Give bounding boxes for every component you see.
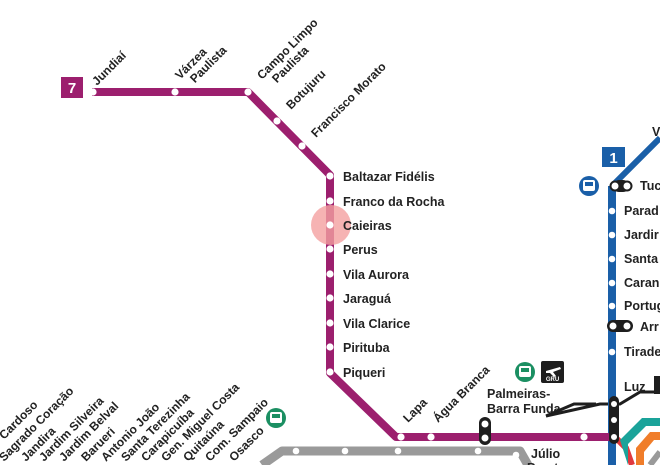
- station-label: Lapa: [400, 395, 430, 425]
- station-label: Água Branca: [430, 362, 493, 425]
- station-dot: [608, 207, 616, 215]
- line-1-badge: [602, 147, 625, 167]
- station-label: Vila Clarice: [343, 317, 410, 331]
- station-dot: [292, 447, 300, 455]
- line-gray-right: [647, 450, 660, 465]
- station-label: V: [652, 125, 660, 139]
- transfer-station: [611, 417, 617, 423]
- bus-icon: [515, 362, 535, 382]
- bus-icon: [266, 408, 286, 428]
- station-label: Tuc: [640, 179, 660, 193]
- station-label: JúlioPrestes: [527, 447, 572, 465]
- bus-icon: [579, 176, 599, 196]
- station-label: VárzeaPaulista: [172, 34, 230, 92]
- line-1-route-branch: [609, 135, 660, 189]
- station-dot: [326, 245, 334, 253]
- transfer-station: [481, 420, 489, 428]
- station-dot: [326, 270, 334, 278]
- airplane-icon: GRU: [541, 361, 564, 383]
- line-teal-route: [620, 418, 660, 465]
- station-label: Jardir: [624, 228, 659, 242]
- station-dot: [341, 447, 349, 455]
- station-dot: [512, 451, 520, 459]
- station-dot: [326, 343, 334, 351]
- station-dot: [608, 279, 616, 287]
- line-1-number: 1: [609, 150, 617, 167]
- line-orange-route: [636, 432, 660, 465]
- station-label: Franco da Rocha: [343, 195, 445, 209]
- station-label: Jaraguá: [343, 292, 391, 306]
- station-label: Portug: [624, 299, 660, 313]
- transfer-station: [481, 434, 489, 442]
- station-label: Arr: [640, 320, 659, 334]
- station-label: Parad: [624, 204, 659, 218]
- station-label: Baltazar Fidélis: [343, 170, 435, 184]
- station-dot: [608, 348, 616, 356]
- accessibility-icon: [654, 376, 660, 394]
- line-7-number: 7: [68, 80, 76, 97]
- station-dot: [474, 447, 482, 455]
- transfer-station: [621, 320, 633, 332]
- station-label: Piqueri: [343, 366, 385, 380]
- station-dot: [608, 231, 616, 239]
- transfer-station: [611, 434, 617, 440]
- line-black-segment: [545, 402, 596, 418]
- station-label: Caran: [624, 276, 659, 290]
- line-8-route: [259, 446, 532, 465]
- station-dot: [326, 221, 334, 229]
- station-dot: [171, 88, 179, 96]
- station-dot: [394, 447, 402, 455]
- station-label: Luz: [624, 380, 646, 394]
- station-label: Caieiras: [343, 219, 392, 233]
- station-label: Jundiaí: [89, 48, 129, 88]
- line-7-route: [92, 88, 610, 441]
- station-dot: [326, 368, 334, 376]
- station-label: Perus: [343, 243, 378, 257]
- transfer-station: [609, 180, 621, 192]
- station-dot: [608, 255, 616, 263]
- station-dot: [298, 142, 306, 150]
- station-dot: [326, 172, 334, 180]
- transfer-station: [621, 180, 633, 192]
- station-dot: [244, 88, 252, 96]
- transfer-station: [607, 320, 619, 332]
- station-label: Palmeiras-Barra Funda: [487, 387, 562, 416]
- station-dot: [273, 117, 281, 125]
- station-label: Santa: [624, 252, 659, 266]
- station-dot: [326, 294, 334, 302]
- station-dot: [580, 433, 588, 441]
- line-black-route: [545, 390, 660, 418]
- station-label: Pirituba: [343, 341, 391, 355]
- transfer-station: [611, 401, 617, 407]
- station-label: Vila Aurora: [343, 268, 410, 282]
- station-dot: [326, 319, 334, 327]
- station-dot: [326, 197, 334, 205]
- station-dot: [397, 433, 405, 441]
- station-dot: [89, 88, 97, 96]
- station-label: Tirade: [624, 345, 660, 359]
- station-dot: [427, 433, 435, 441]
- station-dot: [608, 302, 616, 310]
- svg-text:GRU: GRU: [546, 377, 559, 383]
- line-7-badge: [61, 77, 83, 98]
